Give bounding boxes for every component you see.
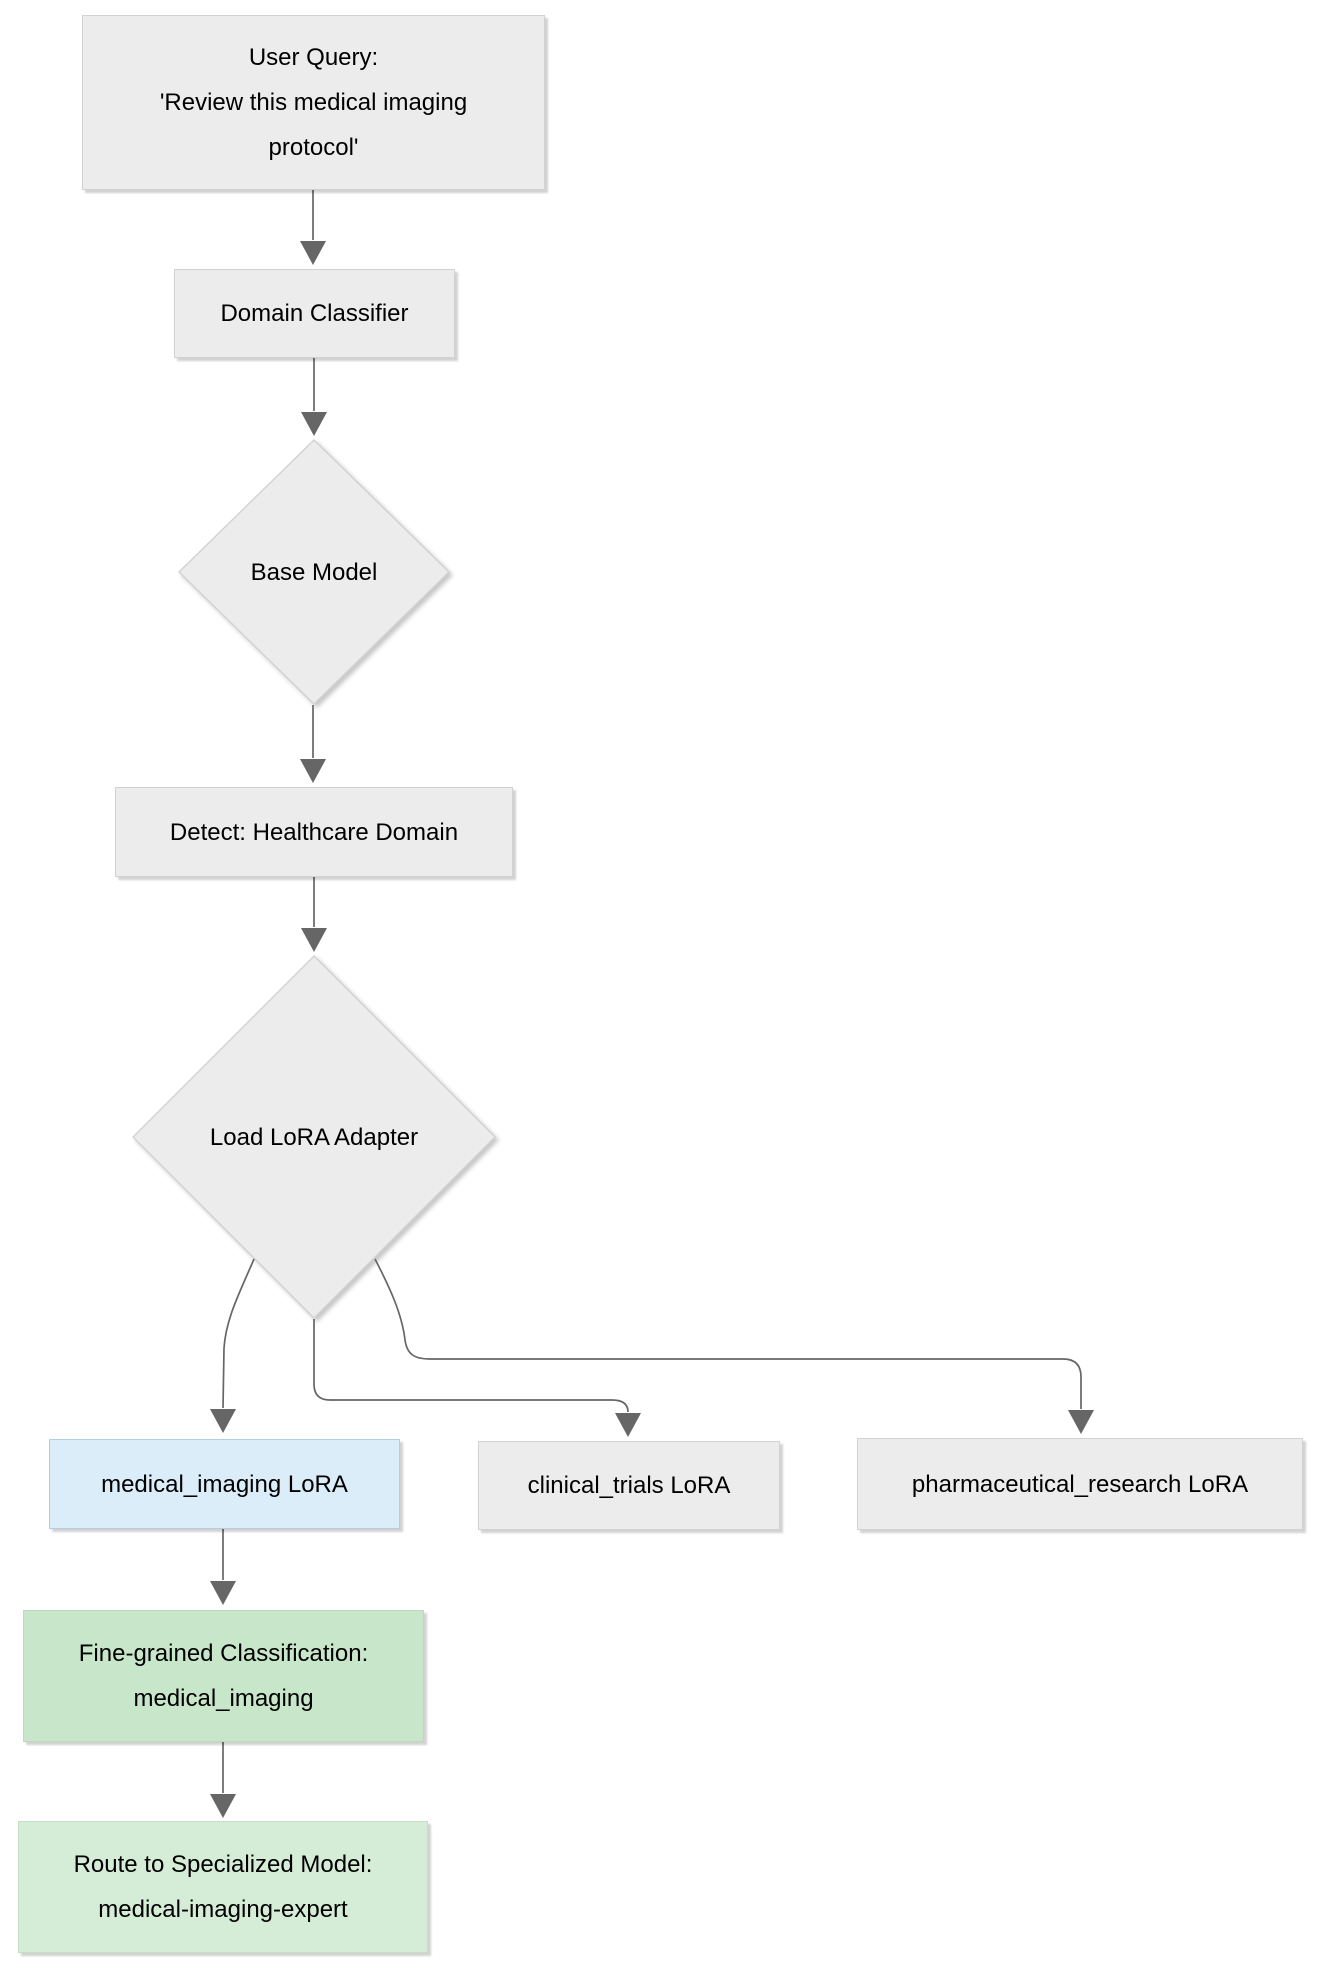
edge-loadlora-clinicaltrials: [313, 1319, 629, 1413]
node-medical-imaging-lora: medical_imaging LoRA: [49, 1439, 400, 1529]
arrowhead-icon: [300, 241, 326, 265]
arrowhead-icon: [615, 1413, 641, 1437]
node-user-query: User Query: 'Review this medical imaging…: [82, 15, 545, 190]
node-pharmaceutical-research-lora: pharmaceutical_research LoRA: [857, 1438, 1303, 1530]
node-domain-classifier: Domain Classifier: [174, 269, 455, 358]
node-route-to-specialized-model: Route to Specialized Model: medical-imag…: [18, 1821, 428, 1953]
arrowhead-icon: [300, 759, 326, 783]
arrowhead-icon: [1068, 1410, 1094, 1434]
arrowhead-icon: [210, 1581, 236, 1605]
arrowhead-icon: [210, 1409, 236, 1433]
node-detect-healthcare-domain: Detect: Healthcare Domain: [115, 787, 513, 877]
node-clinical-trials-lora: clinical_trials LoRA: [478, 1441, 780, 1530]
load-lora-adapter-diamond: [132, 955, 496, 1319]
edge-loadlora-medicalimaging: [222, 1258, 255, 1409]
node-fine-grained-classification: Fine-grained Classification: medical_ima…: [23, 1610, 424, 1742]
arrowhead-icon: [210, 1794, 236, 1818]
edge-loadlora-pharma: [374, 1258, 1082, 1409]
arrowhead-icon: [301, 928, 327, 952]
arrowhead-icon: [301, 412, 327, 436]
base-model-diamond: [177, 439, 451, 705]
